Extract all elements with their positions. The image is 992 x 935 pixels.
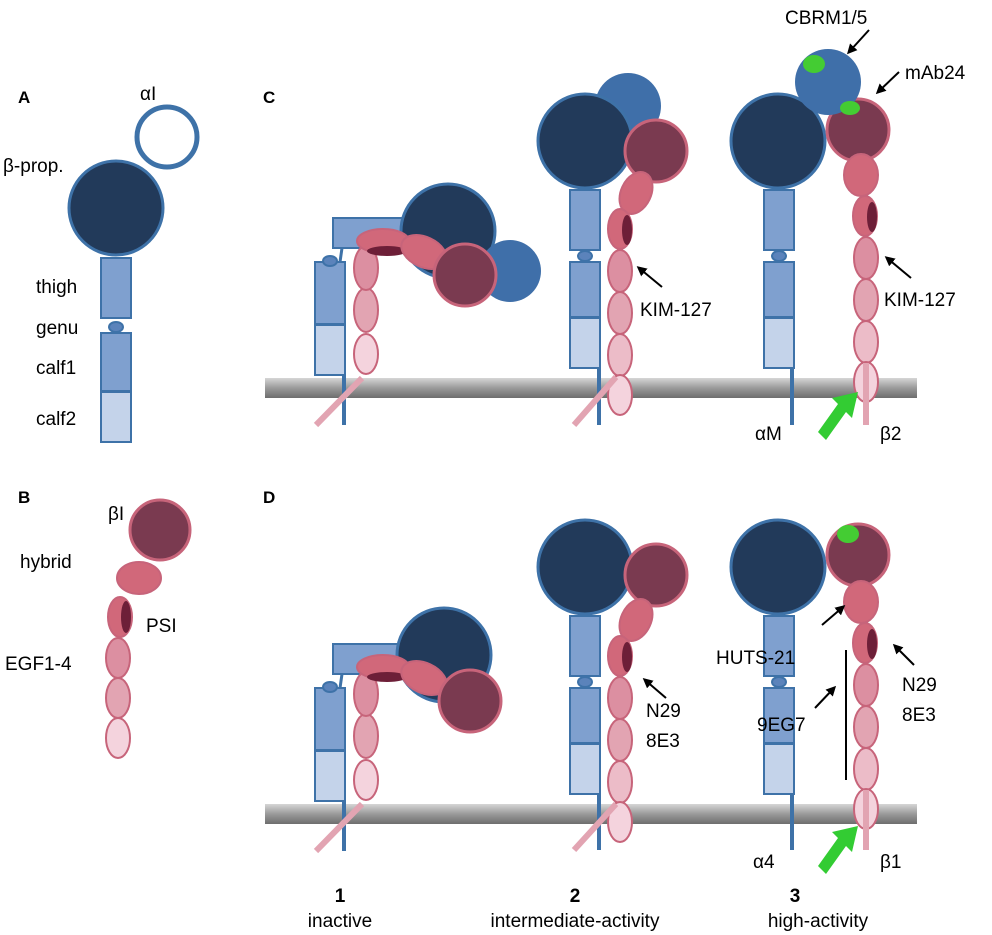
- panel-d-annotations: HUTS-21 N29 8E3 N29 8E3 9EG7 α4 β1: [642, 605, 937, 873]
- panel-c-annotations: CBRM1/5 mAb24 KIM-127 KIM-127 αM β2: [636, 8, 966, 445]
- c2-propeller: [536, 92, 634, 190]
- state-2-label: intermediate-activity: [491, 911, 660, 932]
- label-thigh: thigh: [36, 277, 77, 298]
- label-alpha-m: αM: [755, 424, 782, 445]
- c3-propeller: [729, 92, 827, 190]
- arrow-kim127-c2: [636, 266, 663, 288]
- activation-arrow-d: [818, 826, 858, 874]
- label-beta1: β1: [880, 852, 902, 873]
- integrin-d2-intermediate: [536, 518, 689, 853]
- label-alpha4: α4: [753, 852, 775, 873]
- calf1-domain: [100, 332, 132, 392]
- genu: [108, 321, 124, 333]
- label-kim127-c2: KIM-127: [640, 300, 712, 321]
- label-psi: PSI: [146, 616, 177, 637]
- membrane-d: [265, 804, 917, 824]
- label-8e3-d3: 8E3: [902, 705, 936, 726]
- panel-label-a: A: [18, 88, 30, 107]
- c3-hybrid: [843, 153, 879, 197]
- membrane-c: [265, 378, 917, 398]
- psi-domain-inner: [121, 601, 131, 633]
- cbrm-epitope: [803, 55, 825, 73]
- egf1-domain: [105, 637, 131, 679]
- label-8e3-d2: 8E3: [646, 731, 680, 752]
- activation-arrow-c: [818, 392, 858, 440]
- hybrid-domain: [116, 561, 162, 595]
- panel-b: B βI hybrid PSI EGF1-4: [5, 488, 192, 759]
- integrin-d1-bent: [313, 606, 503, 851]
- arrow-n29-d3: [892, 643, 915, 666]
- state-3-number: 3: [790, 886, 801, 907]
- alpha-i-domain: [134, 104, 200, 170]
- state-3-label: high-activity: [768, 911, 869, 932]
- arrow-9eg7: [814, 685, 837, 709]
- label-calf2: calf2: [36, 409, 76, 430]
- integrin-d3-high: [729, 518, 891, 874]
- panel-label-d: D: [263, 488, 275, 507]
- c2-beta-i-domain: [623, 118, 689, 184]
- arrow-n29-d2: [642, 678, 667, 699]
- egf2-domain: [105, 677, 131, 719]
- calf2-domain: [100, 391, 132, 443]
- beta-propeller: [67, 159, 165, 257]
- label-beta2: β2: [880, 424, 902, 445]
- state-1-label: inactive: [308, 911, 372, 932]
- label-beta-i: βI: [108, 504, 124, 525]
- integrin-c1-bent: [313, 182, 541, 425]
- egf3-domain: [105, 717, 131, 759]
- panel-label-b: B: [18, 488, 30, 507]
- beta-i-domain: [128, 498, 192, 562]
- label-egf: EGF1-4: [5, 654, 72, 675]
- label-9eg7: 9EG7: [757, 715, 806, 736]
- arrow-huts21: [821, 605, 846, 626]
- integrin-c3-high: [729, 49, 891, 440]
- panel-label-c: C: [263, 88, 275, 107]
- label-calf1: calf1: [36, 358, 76, 379]
- label-kim127-c3: KIM-127: [884, 290, 956, 311]
- label-n29-d2: N29: [646, 701, 681, 722]
- label-alpha-i: αI: [140, 84, 156, 105]
- thigh-domain: [100, 257, 132, 319]
- label-cbrm: CBRM1/5: [785, 8, 867, 29]
- label-huts21: HUTS-21: [716, 648, 795, 669]
- arrow-mab24: [875, 71, 900, 95]
- huts21-epitope: [837, 525, 859, 543]
- label-genu: genu: [36, 318, 78, 339]
- arrow-cbrm: [846, 29, 870, 55]
- label-mab24: mAb24: [905, 63, 966, 84]
- state-1-number: 1: [335, 886, 346, 907]
- label-hybrid: hybrid: [20, 552, 72, 573]
- arrow-kim127-c3: [884, 256, 912, 279]
- state-captions: 1 inactive 2 intermediate-activity 3 hig…: [308, 886, 869, 932]
- panel-a: A αI β-prop. thigh genu calf1 calf2: [3, 84, 200, 443]
- integrin-c2-intermediate: [536, 73, 689, 427]
- label-beta-prop: β-prop.: [3, 156, 64, 177]
- c1-beta-i-domain: [432, 242, 498, 308]
- state-2-number: 2: [570, 886, 581, 907]
- mab24-epitope: [840, 101, 860, 115]
- label-n29-d3: N29: [902, 675, 937, 696]
